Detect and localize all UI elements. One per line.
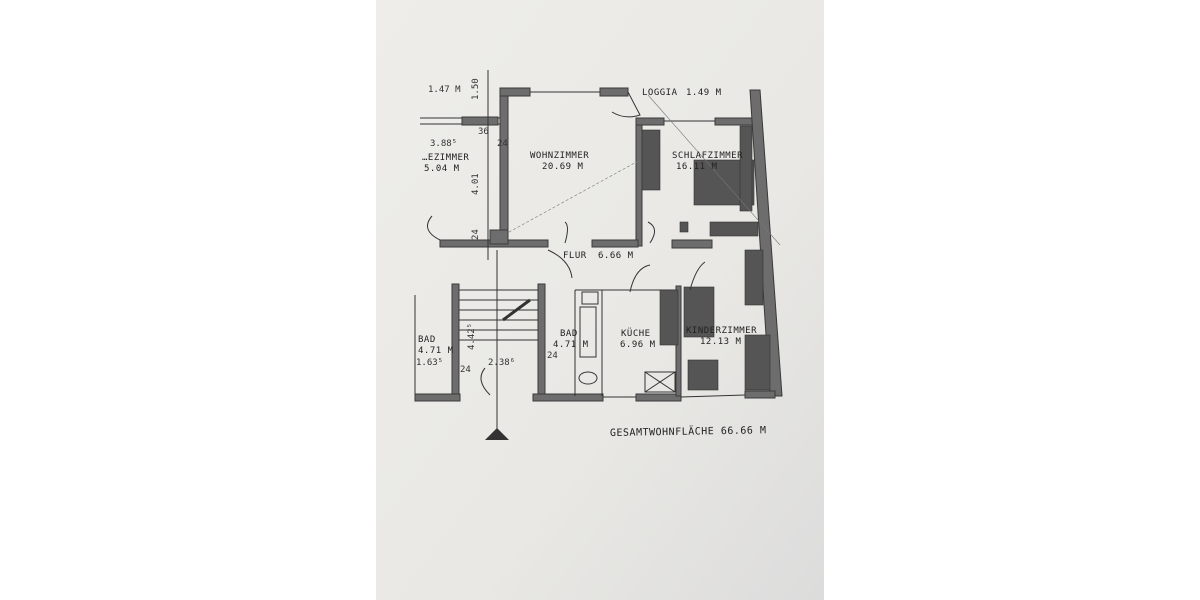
dim-24-d: 24 — [547, 351, 558, 361]
dim-238: 2.38⁶ — [488, 358, 515, 368]
room-name-bad: BAD — [560, 329, 578, 339]
total-living-area: GESAMTWOHNFLÄCHE 66.66 M — [610, 423, 767, 439]
furniture — [499, 94, 781, 393]
room-name-schlafzimmer: SCHLAFZIMMER — [672, 151, 743, 161]
dim-4425: 4.42⁵ — [467, 323, 477, 350]
room-area-flur: 6.66 M — [598, 251, 634, 261]
room-area-kinderzimmer: 12.13 M — [700, 337, 742, 347]
room-area-neighbor: 5.04 M — [424, 164, 460, 174]
dim-24-b: 24 — [471, 229, 481, 240]
room-area-neighbor-bad: 4.71 M — [418, 346, 454, 356]
room-name-kinderzimmer: KINDERZIMMER — [686, 326, 757, 336]
room-name-wohnzimmer: WOHNZIMMER — [530, 151, 589, 161]
dim-163: 1.63⁵ — [416, 358, 443, 368]
stairs — [459, 250, 538, 440]
room-name-neighbor: …EZIMMER — [422, 153, 469, 163]
room-name-flur: FLUR — [563, 251, 587, 261]
dim-top-left: 1.47 M — [428, 85, 461, 95]
room-area-schlafzimmer: 16.11 M — [676, 162, 718, 172]
room-area-bad: 4.71 M — [553, 340, 589, 350]
dim-150: 1.50 — [471, 78, 481, 100]
room-area-wohnzimmer: 20.69 M — [542, 162, 584, 172]
walls — [414, 70, 783, 402]
dim-36: 36 — [478, 127, 489, 137]
room-name-kueche: KÜCHE — [621, 328, 651, 339]
doors — [427, 91, 706, 396]
dim-388: 3.88⁵ — [430, 139, 457, 149]
room-name-loggia: LOGGIA — [642, 88, 678, 98]
dim-24-a: 24 — [497, 139, 508, 149]
room-area-kueche: 6.96 M — [620, 340, 656, 350]
room-name-neighbor-bad: BAD — [418, 335, 436, 345]
dim-401: 4.01 — [471, 173, 481, 195]
dim-24-c: 24 — [460, 365, 471, 375]
room-area-loggia: 1.49 M — [686, 88, 722, 98]
entrance-arrow-icon — [485, 428, 509, 440]
